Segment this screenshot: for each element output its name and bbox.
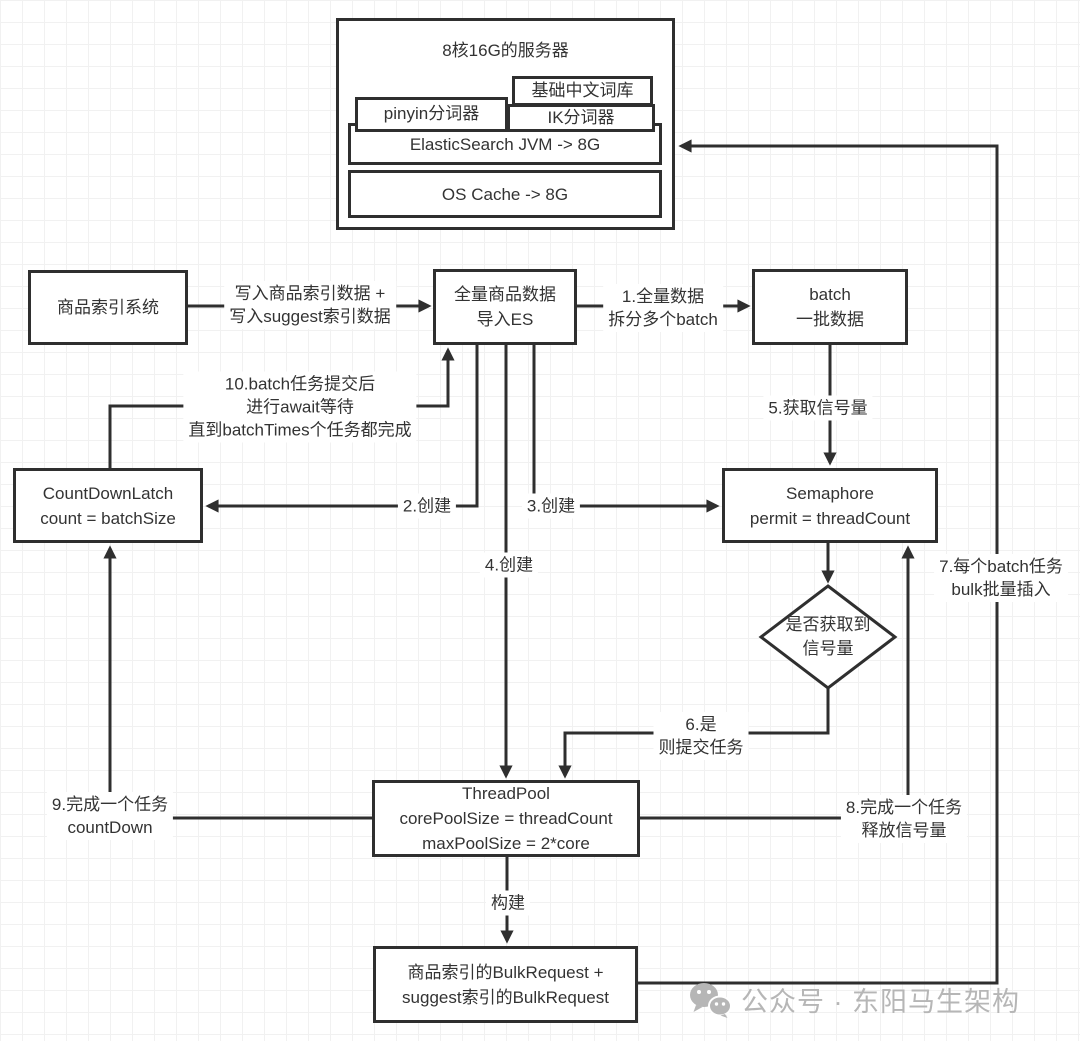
label-step-8: 8.完成一个任务 释放信号量 <box>840 795 968 843</box>
node-import-es-line2: 导入ES <box>476 310 534 329</box>
edge-step-9 <box>103 545 372 820</box>
node-decision-line2: 信号量 <box>802 639 854 658</box>
server-title: 8核16G的服务器 <box>442 41 569 60</box>
node-import-es-line1: 全量商品数据 <box>454 285 556 304</box>
chinese-dict-label: 基础中文词库 <box>531 80 634 100</box>
wechat-icon <box>690 982 732 1018</box>
watermark: 公众号 · 东阳马生架构 <box>688 980 1020 1019</box>
label-write: 写入商品索引数据 + 写入suggest索引数据 <box>224 281 396 329</box>
watermark-text: 公众号 · 东阳马生架构 <box>741 987 1020 1017</box>
pinyin-tokenizer-box: pinyin分词器 <box>355 97 508 132</box>
node-countdownlatch-line1: CountDownLatch <box>42 483 174 503</box>
node-semaphore: Semaphore permit = threadCount <box>722 468 938 543</box>
os-cache-box: OS Cache -> 8G <box>348 170 662 218</box>
node-batch-line1: batch <box>809 285 851 304</box>
node-decision-diamond <box>758 584 898 690</box>
ik-tokenizer-label: IK分词器 <box>547 107 615 127</box>
label-step-1: 1.全量数据 拆分多个batch <box>603 284 723 332</box>
node-threadpool-line1: ThreadPool <box>462 784 550 803</box>
node-index-system: 商品索引系统 <box>28 270 188 345</box>
label-step-5: 5.获取信号量 <box>763 395 873 421</box>
node-countdownlatch-line2: count = batchSize <box>40 508 176 528</box>
edge-step-3 <box>532 345 720 513</box>
label-step-9: 9.完成一个任务 countDown <box>46 792 174 840</box>
node-semaphore-line2: permit = threadCount <box>749 508 911 528</box>
node-threadpool-line2: corePoolSize = threadCount <box>399 809 613 828</box>
label-build: 构建 <box>486 890 530 916</box>
edge-step-8 <box>640 545 915 820</box>
label-step-6: 6.是 则提交任务 <box>653 712 749 760</box>
node-semaphore-line1: Semaphore <box>786 483 874 503</box>
node-threadpool: ThreadPool corePoolSize = threadCount ma… <box>372 780 640 857</box>
ik-tokenizer-box: IK分词器 <box>507 104 655 132</box>
jvm-label: ElasticSearch JVM -> 8G <box>409 134 601 154</box>
chinese-dict-box: 基础中文词库 <box>512 76 653 106</box>
node-bulkrequest-line2: suggest索引的BulkRequest <box>402 987 609 1007</box>
node-threadpool-line3: maxPoolSize = 2*core <box>422 834 590 853</box>
node-import-es: 全量商品数据 导入ES <box>433 269 577 345</box>
node-decision-line1: 是否获取到 <box>785 615 871 634</box>
node-bulkrequest: 商品索引的BulkRequest + suggest索引的BulkRequest <box>373 946 638 1023</box>
os-cache-label: OS Cache -> 8G <box>441 184 569 204</box>
label-step-4: 4.创建 <box>479 552 539 578</box>
label-step-7: 7.每个batch任务 bulk批量插入 <box>934 554 1068 602</box>
pinyin-tokenizer-label: pinyin分词器 <box>383 104 480 124</box>
node-batch-line2: 一批数据 <box>796 310 864 329</box>
node-countdownlatch: CountDownLatch count = batchSize <box>13 468 203 543</box>
edge-step-2 <box>205 345 479 513</box>
node-bulkrequest-line1: 商品索引的BulkRequest + <box>407 962 604 982</box>
label-step-3: 3.创建 <box>521 493 581 519</box>
label-step-2: 2.创建 <box>397 493 457 519</box>
node-decision-text: 是否获取到 信号量 <box>786 613 871 661</box>
node-batch: batch 一批数据 <box>752 269 908 345</box>
node-index-system-label: 商品索引系统 <box>57 298 159 317</box>
label-step-10: 10.batch任务提交后 进行await等待 直到batchTimes个任务都… <box>183 371 417 443</box>
